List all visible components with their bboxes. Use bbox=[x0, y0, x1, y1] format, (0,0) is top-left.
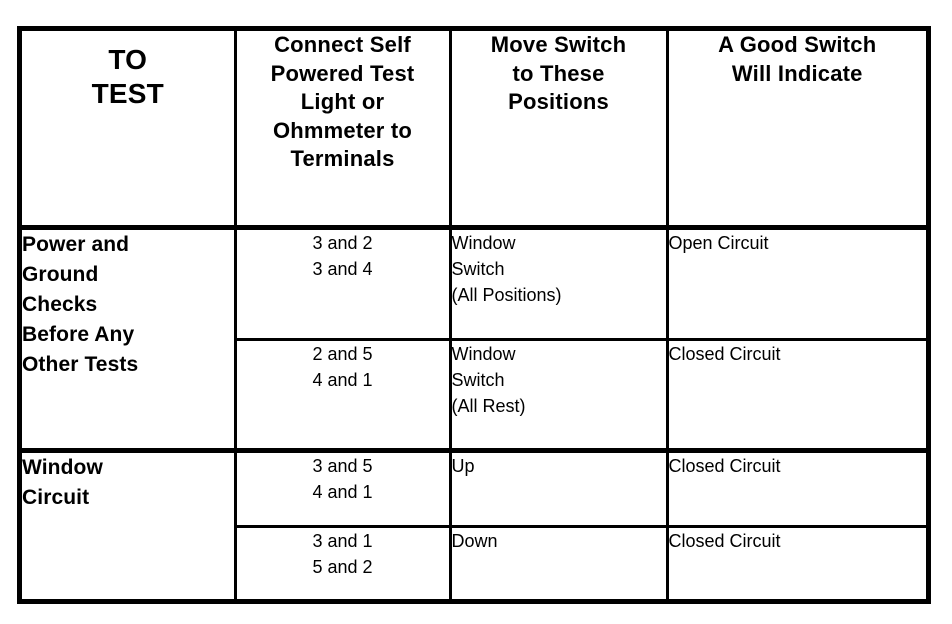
spec-table-container: TO TEST Connect Self Powered Test Light … bbox=[17, 26, 931, 604]
cell-indication: Closed Circuit bbox=[665, 524, 926, 599]
cell-terminals: 3 and 2 3 and 4 bbox=[233, 225, 450, 340]
cell-terminals: 3 and 5 4 and 1 bbox=[233, 447, 450, 527]
cell-terminals: 2 and 5 4 and 1 bbox=[233, 337, 450, 451]
cell-switch-position: Down bbox=[448, 524, 667, 599]
cell-indication: Closed Circuit bbox=[665, 447, 926, 527]
section-label-window-circuit: Window Circuit bbox=[22, 447, 235, 599]
switch-test-table: TO TEST Connect Self Powered Test Light … bbox=[22, 31, 926, 599]
cell-switch-position: Window Switch (All Positions) bbox=[448, 225, 667, 340]
table-row: 2 and 5 4 and 1 Window Switch (All Rest)… bbox=[22, 337, 926, 451]
cell-switch-position: Up bbox=[448, 447, 667, 527]
header-connect-terminals: Connect Self Powered Test Light or Ohmme… bbox=[233, 31, 450, 228]
table-row: Power and Ground Checks Before Any Other… bbox=[22, 225, 926, 451]
header-good-switch-indicate: A Good Switch Will Indicate bbox=[665, 31, 926, 228]
header-move-switch-positions: Move Switch to These Positions bbox=[448, 31, 667, 228]
header-to-test: TO TEST bbox=[22, 31, 235, 228]
cell-switch-position: Window Switch (All Rest) bbox=[448, 337, 667, 451]
cell-terminals: 3 and 1 5 and 2 bbox=[233, 524, 450, 599]
table-row: 3 and 1 5 and 2 Down Closed Circuit bbox=[22, 524, 926, 599]
section-label-power-and-ground: Power and Ground Checks Before Any Other… bbox=[22, 225, 235, 451]
cell-indication: Closed Circuit bbox=[665, 337, 926, 451]
table-row: Window Circuit 3 and 5 4 and 1 Up Closed… bbox=[22, 447, 926, 599]
cell-indication: Open Circuit bbox=[665, 225, 926, 340]
table-header-row: TO TEST Connect Self Powered Test Light … bbox=[22, 31, 926, 228]
